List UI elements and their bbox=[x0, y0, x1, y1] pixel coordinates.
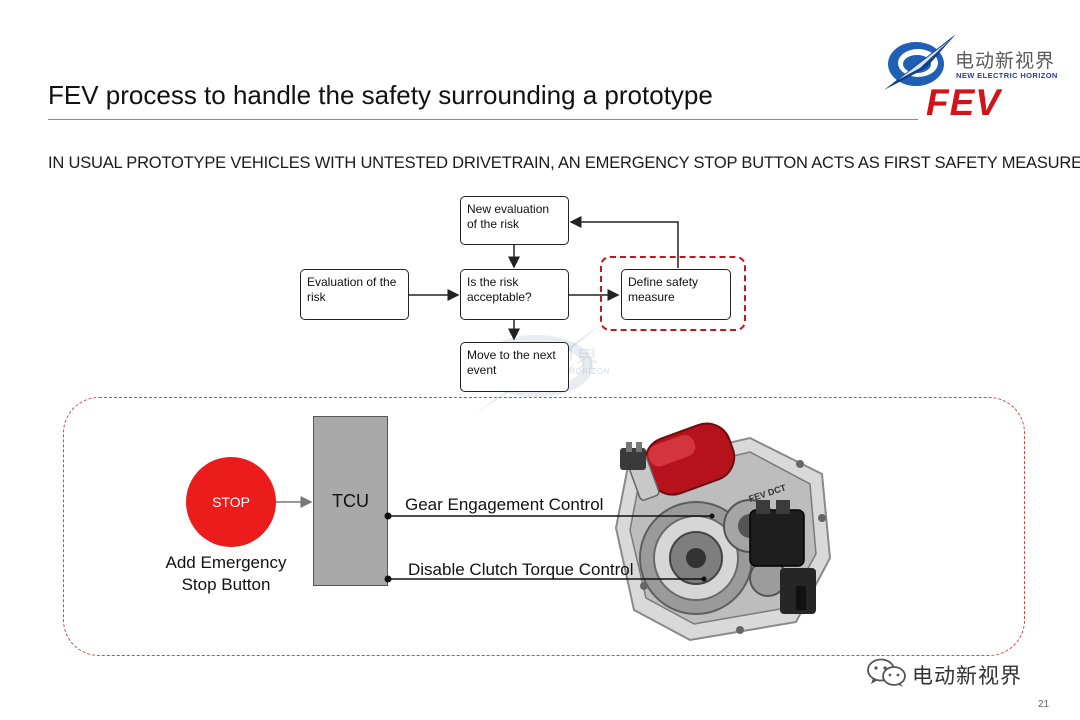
page-number: 21 bbox=[1038, 699, 1050, 710]
title-divider bbox=[48, 119, 918, 120]
flow-next-event-box: Move to the next event bbox=[460, 342, 569, 392]
flow-evaluation-box: Evaluation of the risk bbox=[300, 269, 409, 320]
transmission-illustration: FEV DCT bbox=[614, 422, 832, 642]
safety-measure-highlight bbox=[600, 256, 746, 331]
flow-define-measure-box: Define safety measure bbox=[621, 269, 731, 320]
slide-subtitle: IN USUAL PROTOTYPE VEHICLES WITH UNTESTE… bbox=[48, 154, 1080, 172]
system-diagram-frame bbox=[63, 397, 1025, 656]
brand-name-english: NEW ELECTRIC HORIZON bbox=[956, 71, 1058, 80]
brand-name-chinese: 电动新视界 bbox=[955, 51, 1056, 72]
tcu-label: TCU bbox=[332, 491, 369, 511]
swirl-logo-icon bbox=[884, 34, 956, 90]
stop-label: STOP bbox=[212, 494, 250, 510]
fev-logo: FEV bbox=[926, 82, 1001, 123]
gear-engagement-label: Gear Engagement Control bbox=[405, 495, 604, 514]
clutch-torque-label: Disable Clutch Torque Control bbox=[408, 560, 634, 579]
flow-decision-box: Is the risk acceptable? bbox=[460, 269, 569, 320]
tcu-block bbox=[313, 416, 388, 586]
flow-new-evaluation-box: New evaluation of the risk bbox=[460, 196, 569, 245]
emergency-stop-button: STOP bbox=[186, 457, 276, 547]
wechat-icon bbox=[867, 658, 906, 687]
slide-title: FEV process to handle the safety surroun… bbox=[48, 80, 713, 110]
wechat-account-name: 电动新视界 bbox=[912, 665, 1022, 688]
stop-button-caption: Add Emergency Stop Button bbox=[165, 553, 287, 594]
